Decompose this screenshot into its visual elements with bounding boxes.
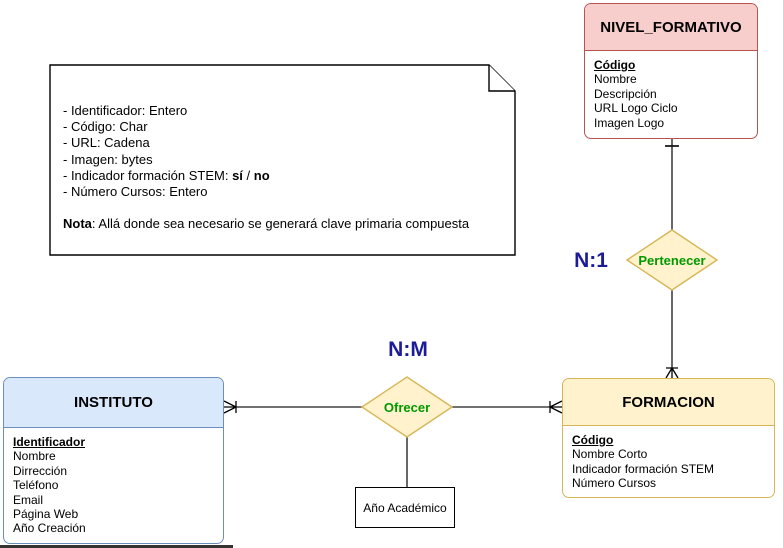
entity-instituto[interactable]: INSTITUTO Identificador Nombre Dirrecció… bbox=[3, 377, 224, 544]
entity-formacion[interactable]: FORMACION Código Nombre Corto Indicador … bbox=[562, 378, 775, 498]
attribute: Año Creación bbox=[13, 521, 86, 536]
attribute: Dirrección bbox=[13, 463, 68, 478]
note-line-stem: - Indicador formación STEM: sí / no bbox=[63, 168, 508, 184]
nota-label: Nota bbox=[63, 216, 92, 232]
relationship-pertenecer-label: Pertenecer bbox=[638, 253, 706, 268]
attribute: Email bbox=[13, 492, 44, 507]
entity-nivel-formativo[interactable]: NIVEL_FORMATIVO Código Nombre Descripció… bbox=[584, 3, 758, 139]
attribute-pk: Identificador bbox=[13, 435, 86, 449]
stem-yes: sí bbox=[232, 167, 243, 183]
entity-formacion-title: FORMACION bbox=[563, 379, 774, 426]
attribute: URL Logo Ciclo bbox=[594, 101, 678, 116]
attribute: Indicador formación STEM bbox=[572, 461, 715, 476]
entity-instituto-title: INSTITUTO bbox=[4, 378, 223, 428]
attribute: Imagen Logo bbox=[594, 115, 665, 130]
edge-nivel-pertenecer bbox=[665, 139, 679, 230]
attribute-box-anio-academico[interactable]: Año Académico bbox=[355, 487, 455, 528]
bottom-edge-bar bbox=[0, 545, 233, 548]
note-line: - URL: Cadena bbox=[63, 135, 150, 151]
stem-separator: / bbox=[242, 167, 254, 183]
note-box-text: - Identificador: Entero - Código: Char -… bbox=[63, 103, 508, 232]
note-line-nota: Nota: Allá donde sea necesario se genera… bbox=[63, 216, 508, 232]
note-line: - Identificador: Entero bbox=[63, 103, 188, 118]
note-line: - Número Cursos: Entero bbox=[63, 184, 208, 200]
attribute: Teléfono bbox=[13, 478, 59, 493]
entity-instituto-attributes: Identificador Nombre Dirrección Teléfono… bbox=[4, 428, 223, 536]
attribute: Nombre Corto bbox=[572, 447, 648, 462]
relationship-ofrecer-label: Ofrecer bbox=[383, 400, 431, 415]
edge-pertenecer-formacion bbox=[665, 290, 679, 379]
entity-nivel-formativo-title: NIVEL_FORMATIVO bbox=[585, 4, 757, 51]
stem-no: no bbox=[253, 167, 270, 183]
edge-instituto-ofrecer bbox=[223, 400, 362, 414]
nota-text: : Allá donde sea necesario se generará c… bbox=[91, 216, 470, 232]
cardinality-nm-label: N:M bbox=[388, 338, 428, 361]
attribute-pk: Código bbox=[594, 58, 636, 72]
note-line: - Imagen: bytes bbox=[63, 151, 153, 167]
edge-ofrecer-formacion bbox=[452, 400, 563, 414]
entity-nivel-formativo-attributes: Código Nombre Descripción URL Logo Ciclo… bbox=[585, 51, 757, 131]
attribute-box-label: Año Académico bbox=[363, 500, 447, 515]
attribute: Nombre bbox=[594, 72, 637, 87]
attribute: Página Web bbox=[13, 507, 79, 522]
attribute: Número Cursos bbox=[572, 476, 657, 491]
attribute: Descripción bbox=[594, 86, 657, 101]
stem-prefix: - Indicador formación STEM: bbox=[63, 167, 233, 183]
entity-formacion-attributes: Código Nombre Corto Indicador formación … bbox=[563, 426, 774, 491]
note-blank-line bbox=[63, 200, 508, 216]
note-line: - Código: Char bbox=[63, 119, 148, 135]
cardinality-n1-label: N:1 bbox=[574, 249, 608, 272]
attribute: Nombre bbox=[13, 449, 56, 464]
attribute-pk: Código bbox=[572, 433, 614, 447]
